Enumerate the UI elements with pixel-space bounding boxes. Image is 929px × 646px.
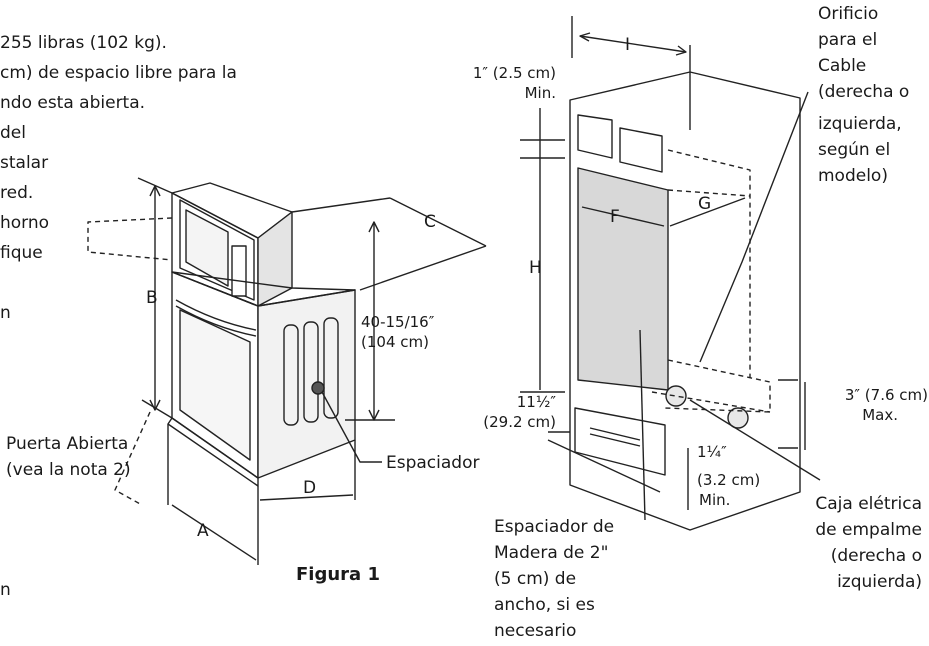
cable-hole-label-line4: (derecha o <box>818 82 910 102</box>
figure1-dashed-outlines <box>87 217 173 506</box>
height-dimension-line2: (104 cm) <box>361 333 429 351</box>
junction-box-label-line3: (derecha o <box>830 546 922 566</box>
bottom-dimension-line2: (29.2 cm) <box>483 413 556 431</box>
top-clearance-line1: 1″ (2.5 cm) <box>472 64 556 82</box>
label-b: B <box>146 288 158 308</box>
label-c: C <box>424 212 436 232</box>
max-dimension-line1: 3″ (7.6 cm) <box>844 386 928 404</box>
bottom-dimension-line1: 11½″ <box>516 393 556 411</box>
note-line-2: cm) de espacio libre para la <box>0 63 237 83</box>
figure-caption: Figura 1 <box>296 564 380 585</box>
note-line-3: ndo esta abierta. <box>0 93 146 113</box>
junction-box-label-line1: Caja elétrica <box>815 494 922 514</box>
min-dimension-line2: (3.2 cm) <box>697 471 761 489</box>
note-line-1: 255 libras (102 kg). <box>0 33 167 53</box>
junction-box-label-line4: izquierda) <box>837 572 922 592</box>
label-h: H <box>529 258 542 278</box>
microwave-drawing <box>171 182 293 307</box>
label-g: G <box>698 194 712 214</box>
figure1-dimension-lines <box>137 177 487 565</box>
note-line-8: fique <box>0 243 43 263</box>
note-line-5: stalar <box>0 153 49 173</box>
door-open-line2: (vea la nota 2) <box>6 460 131 480</box>
cable-hole-label-line2: para el <box>818 30 878 50</box>
label-d: D <box>303 478 317 498</box>
cable-hole-label-line5: izquierda, <box>818 114 902 134</box>
cable-hole-label-line6: según el <box>818 140 891 160</box>
label-i: I <box>625 35 631 55</box>
min-dimension-line1: 1¼″ <box>697 443 727 461</box>
min-dimension-line3: Min. <box>699 491 731 509</box>
note-line-7: horno <box>0 213 50 233</box>
top-clearance-line2: Min. <box>524 84 556 102</box>
door-open-line1: Puerta Abierta <box>6 434 129 454</box>
wood-spacer-label-line1: Espaciador de <box>494 517 615 537</box>
spacer-label: Espaciador <box>386 453 480 473</box>
note-line-6: red. <box>0 183 34 203</box>
cabinet-drawing <box>520 16 821 531</box>
cable-hole-label-line3: Cable <box>818 56 867 76</box>
note-line-4: del <box>0 123 26 143</box>
wood-spacer-label-line5: necesario <box>494 621 577 641</box>
cable-hole-label-line7: modelo) <box>818 166 888 186</box>
label-f: F <box>610 207 620 227</box>
cabinet-dashed-outlines <box>651 149 771 413</box>
height-dimension-line1: 40-15/16″ <box>361 313 435 331</box>
cable-hole-label-line1: Orificio <box>818 4 879 24</box>
note-line-9: n <box>0 303 11 323</box>
max-dimension-line2: Max. <box>862 406 898 424</box>
label-a: A <box>197 521 209 541</box>
wood-spacer-label-line3: (5 cm) de <box>494 569 577 589</box>
wood-spacer-label-line2: Madera de 2" <box>494 543 609 563</box>
junction-box-label-line2: de empalme <box>815 520 922 540</box>
note-line-10: n <box>0 580 11 600</box>
wood-spacer-label-line4: ancho, si es <box>494 595 595 615</box>
wall-oven-drawing <box>167 271 356 487</box>
